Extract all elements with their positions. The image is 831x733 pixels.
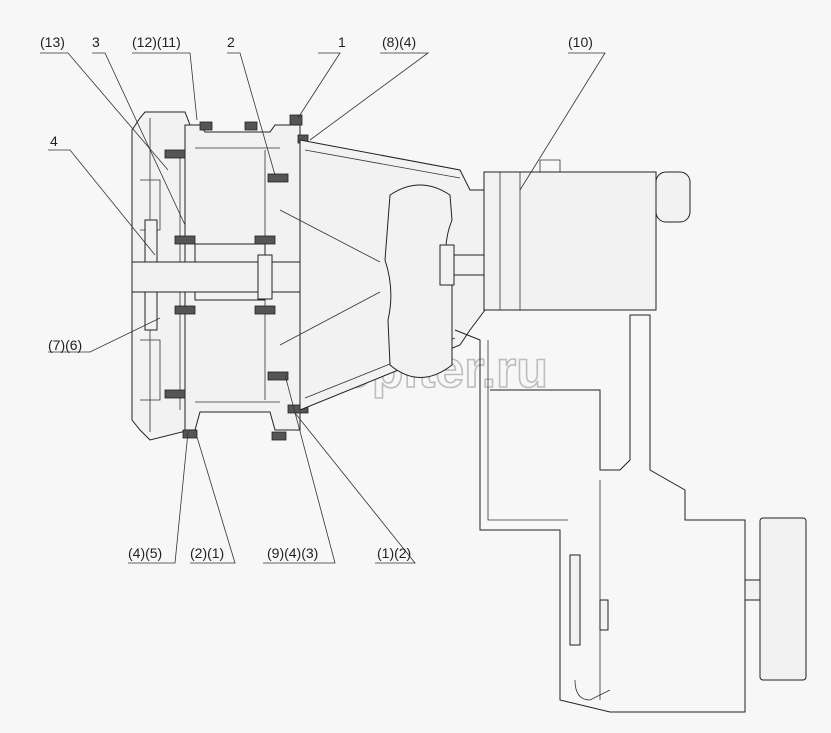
motor xyxy=(483,159,691,311)
label-2-1: (2)(1) xyxy=(190,545,224,561)
label-1: 1 xyxy=(338,34,346,50)
bolts xyxy=(164,114,309,441)
label-10: (10) xyxy=(568,34,593,50)
label-2: 2 xyxy=(227,34,235,50)
label-9-4-3: (9)(4)(3) xyxy=(267,545,318,561)
diaphragm-unit xyxy=(384,184,485,378)
leader-lines xyxy=(40,52,606,564)
label-1-2: (1)(2) xyxy=(377,545,411,561)
label-4-5: (4)(5) xyxy=(128,545,162,561)
label-4: 4 xyxy=(50,133,58,149)
label-3: 3 xyxy=(92,34,100,50)
label-13: (13) xyxy=(40,34,65,50)
label-7-6: (7)(6) xyxy=(48,337,82,353)
label-12-11: (12)(11) xyxy=(132,34,181,50)
label-8-4: (8)(4) xyxy=(382,34,416,50)
support-bracket xyxy=(454,314,807,713)
